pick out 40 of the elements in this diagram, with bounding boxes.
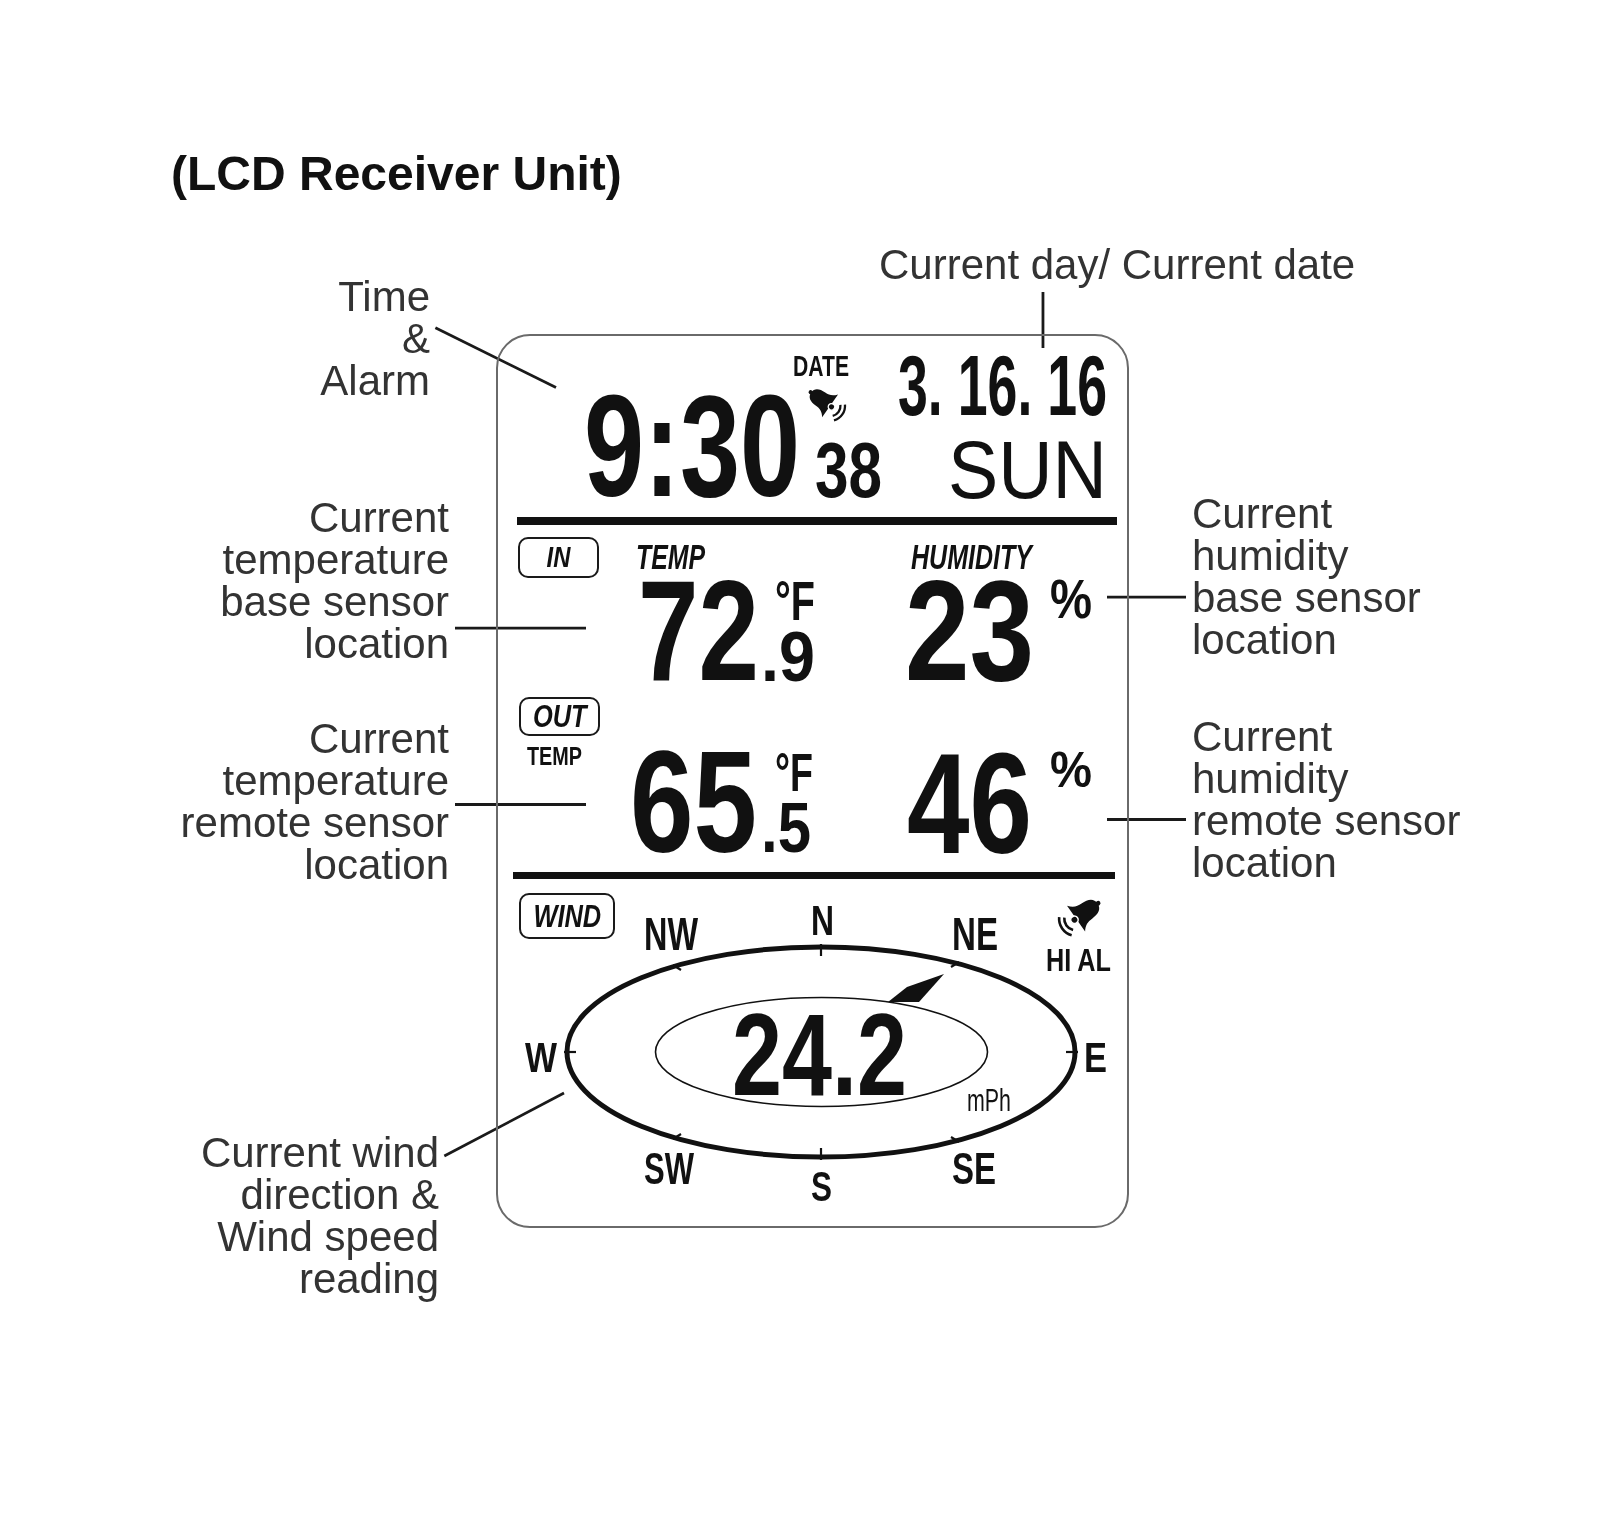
leader-line [443, 1091, 565, 1158]
compass-label: E [1084, 1037, 1107, 1077]
compass-label: SW [644, 1149, 694, 1190]
callout-label: Current temperature base sensor location [213, 497, 449, 665]
compass-label: S [811, 1166, 832, 1206]
compass-label: NE [952, 914, 998, 956]
date-readout: 3. 16. 16 [898, 348, 1107, 425]
date-label: DATE [793, 352, 849, 379]
callout-label: Current humidity base sensor location [1192, 493, 1428, 661]
leader-line [1107, 818, 1186, 821]
compass-label: W [525, 1037, 557, 1077]
compass-label: SE [952, 1149, 996, 1190]
decimal-readout: .9 [761, 626, 815, 690]
leader-line [455, 803, 586, 806]
unit-label: °F [775, 575, 815, 626]
compass-label: NW [644, 914, 698, 956]
diagram-title: (LCD Receiver Unit) [171, 150, 622, 198]
temperature-readout: 65 [630, 737, 757, 868]
seconds-readout: 38 [815, 434, 882, 506]
callout-label: Current wind direction & Wind speed reading [195, 1132, 439, 1300]
decimal-readout: .5 [761, 797, 811, 861]
percent-sign: % [1050, 746, 1092, 793]
unit-label: °F [775, 748, 813, 797]
leader-line [1041, 292, 1045, 348]
callout-label: Current temperature remote sensor location [173, 718, 449, 886]
leader-line [434, 326, 557, 389]
leader-line [455, 626, 586, 630]
mode-label: TEMP [527, 744, 582, 769]
time-readout: 9:30 [584, 381, 800, 512]
percent-sign: % [1050, 573, 1092, 624]
compass-label: N [811, 901, 834, 940]
indicator-badge: WIND [519, 893, 615, 939]
callout-label: Time & Alarm [312, 276, 430, 402]
callout-label: Current humidity remote sensor location [1192, 716, 1468, 884]
indicator-badge: IN [518, 537, 599, 578]
indicator-badge: OUT [519, 697, 600, 736]
humidity-readout: 46 [907, 739, 1032, 868]
leader-line [1107, 595, 1186, 599]
day-readout: SUN [948, 434, 1107, 508]
callout-label: Current day/ Current date [879, 244, 1356, 286]
